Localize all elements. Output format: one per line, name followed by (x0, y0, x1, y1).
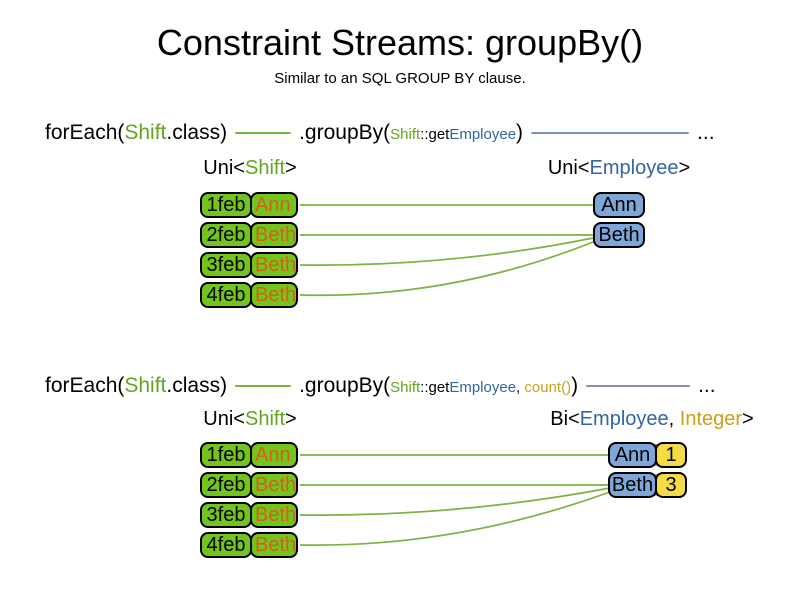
table-row: 3feb Beth (200, 252, 298, 278)
param-type: Employee (449, 379, 517, 396)
shift-date-cell: 3feb (200, 252, 252, 278)
page-title: Constraint Streams: groupBy() (156, 22, 644, 63)
page-subtitle: Similar to an SQL GROUP BY clause. (274, 70, 526, 87)
label-prefix: Uni< (547, 157, 590, 179)
shift-date-cell: 4feb (200, 282, 252, 308)
shift-employee-cell: Ann (250, 442, 298, 468)
shift-date-cell: 1feb (200, 192, 252, 218)
foreach-close: .class) (166, 374, 228, 397)
bi-employee-integer-label: Bi<Employee, Integer> (527, 408, 777, 431)
shift-date-cell: 2feb (200, 222, 252, 248)
label-suffix: > (285, 408, 297, 430)
grouping-line (299, 487, 611, 516)
label-type: Shift (244, 157, 286, 179)
foreach-class-arg: Shift (124, 374, 167, 397)
foreach-class-arg: Shift (124, 121, 167, 144)
grouping-line (299, 237, 594, 266)
table-row: 3feb Beth (200, 502, 298, 528)
employee-result-box: Beth (608, 472, 657, 498)
uni-employee-stream-connector (531, 132, 690, 134)
foreach-close: .class) (166, 121, 228, 144)
shift-date-cell: 1feb (200, 442, 252, 468)
table-row: 1feb Ann (200, 442, 298, 468)
label-type: Shift (244, 408, 286, 430)
groupby-param: Shift::getEmployee, count() (390, 379, 571, 396)
shift-employee-cell: Beth (250, 472, 298, 498)
employee-result-box: Beth (593, 222, 645, 248)
shift-employee-cell: Ann (250, 192, 298, 218)
shift-table: 1feb Ann 2feb Beth 3feb Beth 4feb Beth (200, 442, 298, 562)
groupby-open: .groupBy( (299, 374, 391, 397)
param-type: Employee (449, 126, 517, 143)
code-line-uni: forEach(Shift.class) .groupBy(Shift::get… (45, 120, 715, 146)
label-suffix: > (742, 408, 754, 430)
shift-date-cell: 2feb (200, 472, 252, 498)
employee-result-box: Ann (608, 442, 657, 468)
continuation-ellipsis: ... (698, 374, 716, 397)
uni-shift-label: Uni<Shift> (160, 408, 340, 431)
label-suffix: > (285, 157, 297, 179)
table-row: 4feb Beth (200, 532, 298, 558)
count-result-box: 3 (655, 472, 687, 498)
param-collector: count() (524, 379, 572, 396)
table-row: 2feb Beth (200, 472, 298, 498)
param-accessor: ::get (420, 379, 450, 396)
grouping-line (299, 491, 611, 547)
param-accessor: ::get (420, 126, 450, 143)
label-type1: Employee (579, 408, 669, 430)
groupby-call: .groupBy(Shift::getEmployee, count()) (299, 374, 578, 398)
label-type2: Integer (679, 408, 743, 430)
grouping-line (299, 241, 594, 297)
foreach-call: forEach(Shift.class) (45, 121, 227, 145)
bi-stream-connector (586, 385, 691, 387)
groupby-close: ) (516, 121, 524, 144)
groupby-close: ) (571, 374, 579, 397)
shift-date-cell: 4feb (200, 532, 252, 558)
param-separator: , (516, 379, 525, 396)
shift-table: 1feb Ann 2feb Beth 3feb Beth 4feb Beth (200, 192, 298, 312)
table-row: 2feb Beth (200, 222, 298, 248)
groupby-open: .groupBy( (299, 121, 391, 144)
label-suffix: > (678, 157, 691, 179)
label-prefix: Uni< (203, 157, 245, 179)
shift-employee-cell: Beth (250, 282, 298, 308)
employee-result-box: Ann (593, 192, 645, 218)
continuation-ellipsis: ... (697, 121, 715, 144)
uni-shift-stream-connector (235, 132, 292, 134)
param-class: Shift (390, 379, 421, 396)
uni-shift-label: Uni<Shift> (160, 157, 340, 180)
groupby-call: .groupBy(Shift::getEmployee) (299, 121, 523, 145)
foreach-open: forEach( (45, 374, 125, 397)
table-row: 1feb Ann (200, 192, 298, 218)
code-line-bi: forEach(Shift.class) .groupBy(Shift::get… (45, 373, 716, 399)
shift-employee-cell: Beth (250, 502, 298, 528)
uni-employee-label: Uni<Employee> (529, 157, 709, 180)
shift-employee-cell: Beth (250, 222, 298, 248)
label-prefix: Bi< (550, 408, 580, 430)
foreach-open: forEach( (45, 121, 125, 144)
groupby-param: Shift::getEmployee (390, 126, 516, 143)
label-type: Employee (589, 157, 679, 179)
foreach-call: forEach(Shift.class) (45, 374, 227, 398)
table-row: 4feb Beth (200, 282, 298, 308)
shift-employee-cell: Beth (250, 252, 298, 278)
label-prefix: Uni< (203, 408, 245, 430)
count-result-box: 1 (655, 442, 687, 468)
uni-shift-stream-connector (235, 385, 292, 387)
param-class: Shift (390, 126, 421, 143)
shift-date-cell: 3feb (200, 502, 252, 528)
label-separator: , (668, 408, 680, 430)
shift-employee-cell: Beth (250, 532, 298, 558)
